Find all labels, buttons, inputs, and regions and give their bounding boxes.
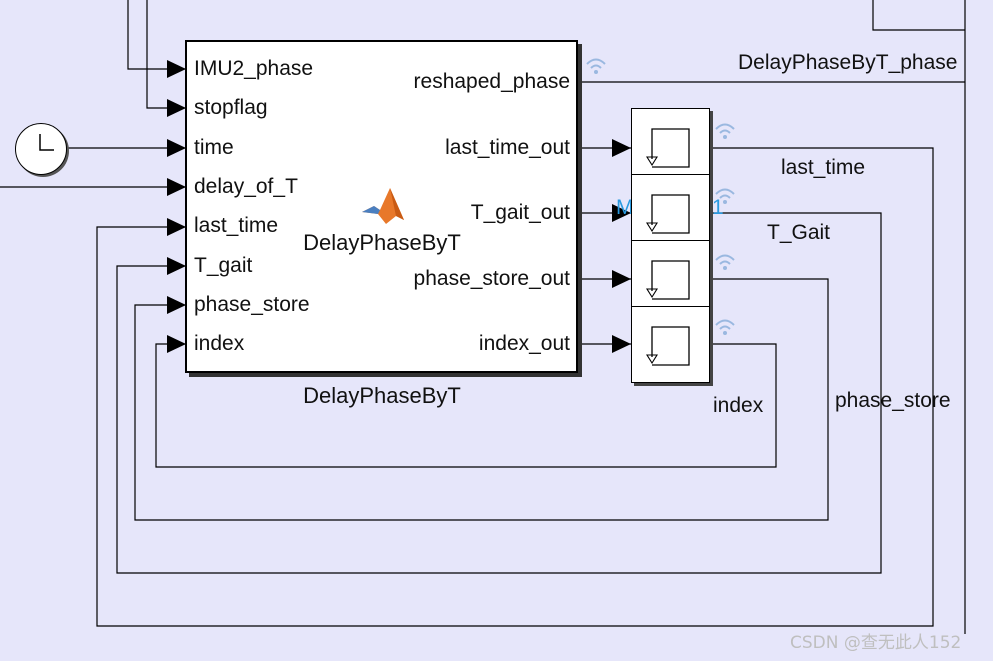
memory-block-index[interactable]: [631, 306, 710, 383]
memory-icon: [646, 128, 690, 168]
signal-logging-icon[interactable]: [712, 251, 738, 275]
output-port-t-gait-out: T_gait_out: [470, 201, 570, 224]
output-port-index-out: index_out: [478, 332, 570, 355]
block-caption[interactable]: DelayPhaseByT: [303, 383, 461, 408]
hidden-label-fragment-right: 1: [712, 196, 724, 219]
memory-icon: [646, 326, 690, 366]
memory-block-phase-store[interactable]: [631, 240, 710, 317]
watermark: CSDN @查无此人152: [790, 633, 962, 653]
clock-icon: [39, 134, 54, 151]
clock-block[interactable]: [15, 123, 67, 175]
block-title: DelayPhaseByT: [303, 230, 461, 255]
input-port-index: index: [194, 332, 245, 355]
input-port-t-gait: T_gait: [194, 254, 253, 277]
signal-logging-icon[interactable]: [712, 316, 738, 340]
signal-logging-icon[interactable]: [712, 120, 738, 144]
signal-label-last-time[interactable]: last_time: [781, 156, 866, 179]
input-port-delay-of-t: delay_of_T: [194, 175, 298, 198]
memory-block-t-gait[interactable]: [631, 174, 710, 251]
memory-block-last-time[interactable]: [631, 108, 710, 185]
input-port-imu2-phase: IMU2_phase: [194, 57, 314, 80]
memory-icon: [646, 194, 690, 234]
signal-label-phase-store[interactable]: phase_store: [835, 389, 951, 412]
input-port-stopflag: stopflag: [194, 96, 268, 119]
input-port-time: time: [194, 136, 234, 159]
signal-label-phase[interactable]: DelayPhaseByT_phase: [738, 51, 958, 74]
signal-logging-icon[interactable]: [712, 185, 738, 209]
input-port-phase-store: phase_store: [194, 293, 310, 316]
input-port-last-time: last_time: [194, 214, 279, 237]
signal-logging-icon[interactable]: [583, 55, 609, 79]
hidden-label-fragment: M: [616, 196, 634, 219]
output-port-reshaped-phase: reshaped_phase: [413, 70, 570, 93]
output-port-phase-store-out: phase_store_out: [413, 267, 570, 290]
matlab-function-block[interactable]: [185, 40, 578, 373]
signal-label-t-gait[interactable]: T_Gait: [767, 221, 831, 244]
output-port-last-time-out: last_time_out: [445, 136, 570, 159]
matlab-logo-icon: [362, 188, 404, 224]
memory-icon: [646, 260, 690, 300]
signal-label-index[interactable]: index: [713, 394, 764, 417]
